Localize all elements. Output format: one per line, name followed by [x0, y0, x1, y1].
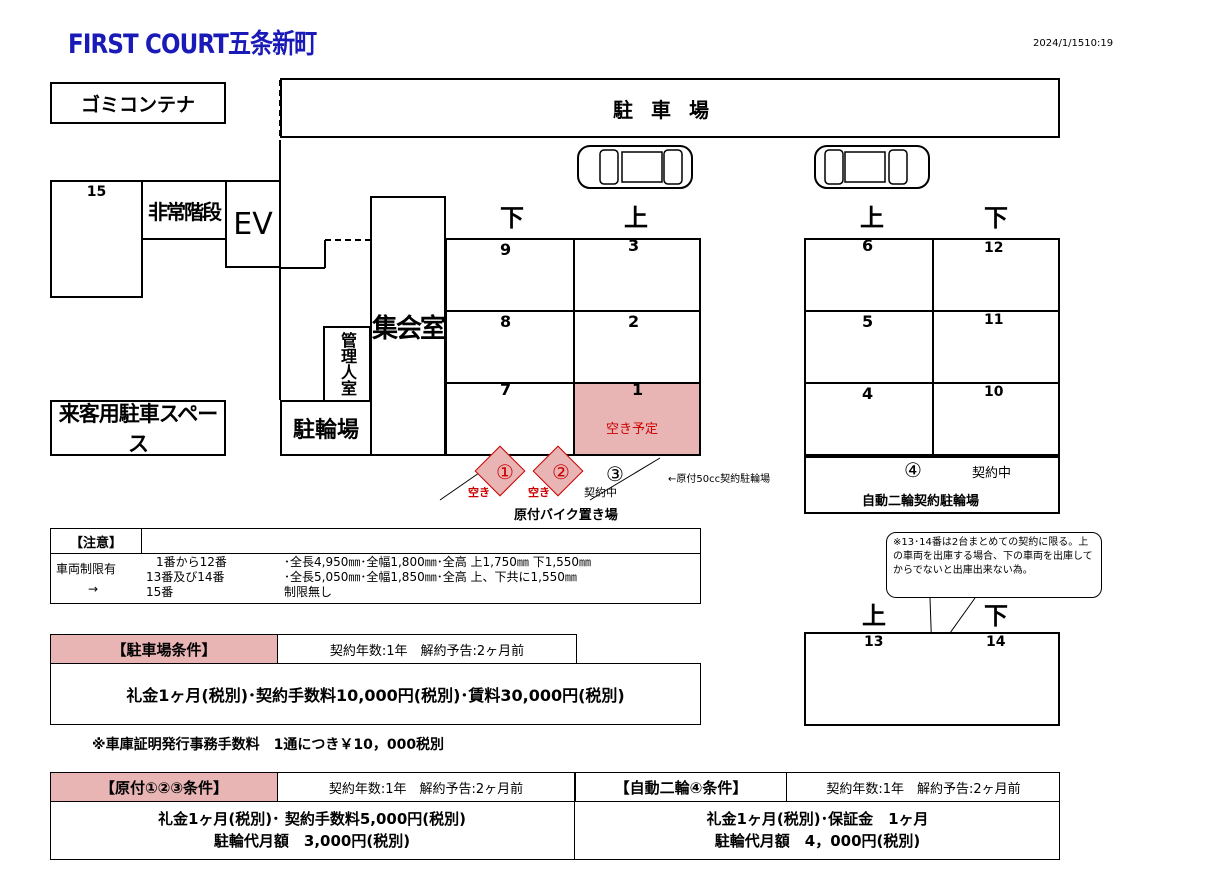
slot-1-status: 空き予定: [606, 422, 659, 437]
slot-8: 8: [500, 312, 512, 331]
slot-5: 5: [862, 312, 874, 331]
slot-6: 6: [862, 236, 874, 255]
emergency-stairs: 非常階段: [141, 180, 227, 240]
moped-conditions-line2: 駐輪代月額 3,000円(税別): [213, 832, 411, 850]
grid-divider: [445, 310, 701, 312]
moto-conditions-header: 【自動二輪④条件】: [575, 772, 787, 802]
notice-range-2: 13番及び14番: [146, 570, 225, 584]
slot-3: 3: [628, 236, 640, 255]
grid-divider: [804, 382, 1060, 384]
moto-conditions-line1: 礼金1ヶ月(税別)･保証金 1ヶ月: [706, 810, 929, 828]
moto-status: 契約中: [972, 466, 1012, 481]
slot-11: 11: [984, 312, 1004, 328]
slot-10: 10: [984, 384, 1004, 400]
notice-row-label: 車両制限有: [56, 562, 117, 576]
meeting-room: 集会室: [370, 196, 446, 456]
guest-parking: 来客用駐車スペース: [50, 400, 226, 456]
notice-table: [50, 528, 701, 604]
unit-15-label: 15: [86, 184, 107, 200]
slot-9: 9: [500, 240, 512, 259]
up-label-13: 上: [862, 602, 886, 630]
moped-conditions-term: 契約年数:1年 解約予告:2ヶ月前: [277, 772, 575, 802]
slot-1: 1: [632, 380, 644, 399]
notice-spec-1: ･全長4,950㎜･全幅1,800㎜･全高 上1,750㎜ 下1,550㎜: [284, 555, 592, 569]
parking-conditions-fees: 礼金1ヶ月(税別)･契約手数料10,000円(税別)･賃料30,000円(税別): [50, 663, 701, 725]
notice-range-1: 1番から12番: [156, 555, 227, 569]
moto-number-4: ④: [904, 458, 922, 482]
parking-top-area: 駐車場: [280, 78, 1060, 138]
moped-1-status: 空き: [468, 486, 490, 499]
moto-conditions-line2: 駐輪代月額 4，000円(税別): [714, 832, 921, 850]
moped-contract-note: ←原付50cc契約駐輪場: [668, 474, 771, 485]
moped-conditions-header: 【原付①②③条件】: [50, 772, 278, 802]
notice-spec-3: 制限無し: [284, 585, 333, 599]
car-icon: [577, 145, 693, 189]
up-label-right: 上: [860, 204, 884, 232]
elevator: EV: [225, 180, 281, 268]
slot-1-highlight: [575, 384, 699, 454]
slot-4: 4: [862, 384, 874, 403]
grid-divider: [932, 238, 934, 456]
down-label-14: 下: [984, 602, 1008, 630]
moped-number-1: ①: [496, 460, 514, 484]
admin-room: 管理人室: [323, 326, 371, 402]
notice-header: 【注意】: [50, 528, 142, 554]
slot-14: 14: [986, 634, 1006, 650]
slot-13: 13: [864, 634, 884, 650]
parking-conditions-term: 契約年数:1年 解約予告:2ヶ月前: [277, 634, 577, 664]
garbage-container: ゴミコンテナ: [50, 82, 226, 124]
notice-range-3: 15番: [146, 585, 174, 599]
grid-divider: [573, 238, 575, 456]
moped-number-3: ③: [606, 462, 624, 486]
notice-divider: [50, 553, 701, 554]
parking-label: 駐車場: [613, 97, 727, 122]
moped-3-status: 契約中: [584, 486, 617, 499]
bike-divider: [574, 772, 575, 860]
parking-conditions-header: 【駐車場条件】: [50, 634, 278, 664]
moto-place-label: 自動二輪契約駐輪場: [862, 494, 980, 509]
page-title: FIRST COURT五条新町: [68, 29, 317, 60]
parking-13-14-area: [804, 632, 1060, 726]
unit-15: 15: [50, 180, 143, 298]
timestamp: 2024/1/1510:19: [1033, 38, 1114, 49]
slot-7: 7: [500, 380, 512, 399]
car-icon: [814, 145, 930, 189]
moto-parking-area: [804, 456, 1060, 514]
moped-place-label: 原付バイク置き場: [514, 508, 618, 523]
note-balloon: ※13･14番は2台まとめての契約に限る。上の車両を出庫する場合、下の車両を出庫…: [886, 532, 1102, 598]
bike-divider: [50, 801, 1060, 802]
moped-number-2: ②: [552, 460, 570, 484]
down-label-right: 下: [984, 204, 1008, 232]
grid-divider: [445, 382, 701, 384]
meeting-room-label: 集会室: [372, 313, 446, 344]
moped-conditions-line1: 礼金1ヶ月(税別)･ 契約手数料5,000円(税別): [157, 810, 467, 828]
slot-12: 12: [984, 240, 1004, 256]
up-label-left: 上: [624, 204, 648, 232]
moto-conditions-term: 契約年数:1年 解約予告:2ヶ月前: [826, 781, 1021, 797]
down-label-left: 下: [500, 204, 524, 232]
notice-arrow: →: [88, 582, 99, 596]
moped-2-status: 空き: [528, 486, 550, 499]
notice-spec-2: ･全長5,050㎜･全幅1,850㎜･全高 上、下共に1,550㎜: [284, 570, 577, 584]
slot-2: 2: [628, 312, 640, 331]
grid-divider: [804, 310, 1060, 312]
garage-cert-note: ※車庫証明発行事務手数料 1通につき￥10，000税別: [92, 737, 445, 753]
bicycle-parking: 駐輪場: [280, 400, 372, 456]
